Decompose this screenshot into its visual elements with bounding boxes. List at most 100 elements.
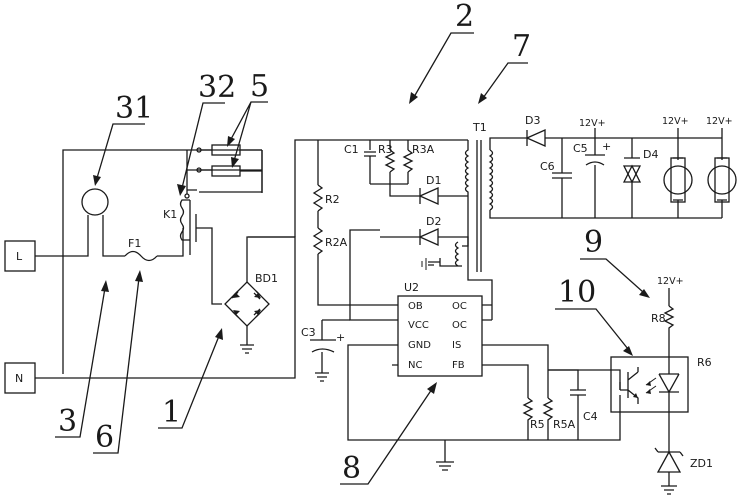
- bridge-rectifier-BD1: [224, 281, 270, 327]
- capacitor-C5: [585, 138, 605, 218]
- wire-L-line: [35, 215, 89, 257]
- label-C3: C3: [301, 326, 316, 339]
- wire-FB-to-opto: [548, 369, 621, 390]
- label-U2: U2: [404, 281, 419, 294]
- callout-10-leader: [555, 308, 629, 350]
- pin-IS: IS: [452, 340, 461, 351]
- callout-8: 8: [342, 451, 361, 486]
- callout-6-leader: [93, 277, 140, 454]
- resistor-R3A: [402, 149, 414, 173]
- label-D2: D2: [426, 215, 441, 228]
- diode-D3: [525, 128, 722, 148]
- label-K1: K1: [163, 208, 177, 221]
- callout-5: 5: [250, 69, 269, 104]
- pin-OC-1: OC: [452, 301, 467, 312]
- label-12v-c: 12V+: [706, 116, 733, 127]
- label-D1: D1: [426, 174, 441, 187]
- pin-VCC: VCC: [408, 320, 429, 331]
- wire-fan-2: [717, 128, 727, 218]
- capacitor-C6: [552, 138, 572, 218]
- opto-light-arrows: [645, 377, 657, 394]
- wire-ic-left-pins: [392, 304, 398, 366]
- label-R8: R8: [651, 312, 666, 325]
- callout-32: 32: [198, 70, 236, 105]
- diode-D4-body: [622, 165, 642, 184]
- label-R5: R5: [530, 418, 545, 431]
- resistor-R3: [384, 149, 396, 173]
- resistor-R2A: [312, 227, 324, 255]
- label-R6: R6: [697, 356, 712, 369]
- opto-transistor: [619, 367, 639, 404]
- fan-motor-2: [707, 165, 737, 195]
- label-R2A: R2A: [325, 236, 348, 249]
- wire-snubber-bottom: [370, 172, 409, 185]
- callout-2-leader: [413, 32, 474, 98]
- label-12v-a: 12V+: [579, 118, 606, 129]
- callout-7: 7: [512, 29, 531, 64]
- callout-31: 31: [115, 91, 153, 126]
- ground-zener: [661, 485, 677, 495]
- callout-7-leader: [482, 62, 528, 99]
- callout-6: 6: [95, 420, 114, 455]
- label-R2: R2: [325, 193, 340, 206]
- resistor-5b: [211, 165, 241, 177]
- callout-31-leader: [96, 123, 145, 179]
- relay-K1-coil: [179, 199, 190, 241]
- label-F1: F1: [128, 237, 141, 250]
- wire-sec-bottom: [489, 210, 722, 219]
- label-C1: C1: [344, 143, 359, 156]
- label-L: L: [16, 250, 23, 263]
- label-C6: C6: [540, 160, 555, 173]
- callouts: 31 32 5 2 7 9 10 1 3 6: [55, 0, 650, 486]
- optocoupler-R6: [610, 356, 689, 413]
- pin-FB: FB: [452, 360, 465, 371]
- diode-D4: [622, 138, 642, 218]
- wire-D2-left: [349, 229, 420, 238]
- callout-1: 1: [162, 395, 181, 430]
- ground-bridge: [240, 344, 254, 354]
- ground-main: [436, 461, 454, 471]
- wire-aux-winding: [428, 236, 469, 267]
- callout-10: 10: [558, 275, 596, 310]
- opto-transistor-arrow: [633, 393, 638, 398]
- resistor-R5: [522, 397, 534, 440]
- plus-C3: +: [336, 331, 345, 344]
- plus-C5: +: [602, 140, 611, 153]
- pin-OB: OB: [408, 301, 423, 312]
- label-C4: C4: [583, 410, 598, 423]
- capacitor-C1: [364, 151, 376, 184]
- label-R5A: R5A: [553, 418, 576, 431]
- wire-oc-to-transformer: [467, 215, 493, 320]
- zener-ZD1: [654, 447, 684, 486]
- secondary-section: D3 C6 C5 + 12V+ D4 12V+ 12V+: [489, 114, 737, 219]
- label-BD1: BD1: [255, 272, 278, 285]
- ground-aux: [421, 258, 427, 270]
- pin-OC-2: OC: [452, 320, 467, 331]
- wire-C3: [349, 237, 392, 321]
- label-N: N: [15, 372, 23, 385]
- fan-motor-1-body: [670, 157, 686, 203]
- pin-NC: NC: [408, 360, 422, 371]
- resistor-R8: [663, 305, 675, 357]
- ic-U2: [397, 295, 483, 377]
- callout-9-leader: [580, 258, 644, 293]
- fuse-F1: [124, 250, 158, 262]
- wire-snubber-top: [369, 140, 409, 150]
- label-R3A: R3A: [412, 143, 435, 156]
- label-R3: R3: [378, 143, 393, 156]
- feedback-section: 12V+ R8 R6 ZD1: [610, 276, 713, 495]
- label-D3: D3: [525, 114, 540, 127]
- diode-D2: [418, 227, 452, 247]
- wire-fuse-to-relay: [157, 228, 184, 257]
- lamp-31: [81, 188, 109, 216]
- capacitor-C3: [310, 339, 336, 373]
- pin-GND: GND: [408, 340, 431, 351]
- resistor-R2: [312, 184, 324, 212]
- wire-sec-top: [489, 137, 527, 150]
- fan-motor-2-body: [714, 157, 730, 203]
- wire-outer-loop: [62, 149, 262, 374]
- label-12v-d: 12V+: [657, 276, 684, 287]
- wire-bridge-top: [246, 236, 295, 282]
- label-C5: C5: [573, 142, 588, 155]
